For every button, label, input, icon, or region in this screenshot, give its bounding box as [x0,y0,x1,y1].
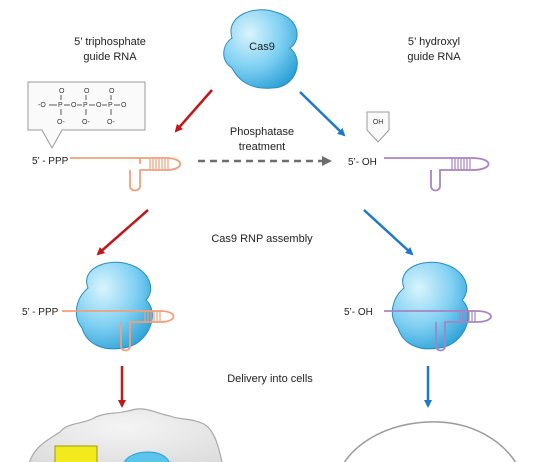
chem-o-neg-3: O- [107,119,115,126]
triphosphate-title-line2: guide RNA [83,51,137,63]
rna-hairpin-icon [384,310,492,352]
red-arrow-top [174,89,213,133]
rnp-assembly-label: Cas9 RNP assembly [211,233,313,245]
oh-label-top: 5’- OH [348,157,377,168]
delivery-label: Delivery into cells [227,373,313,385]
oh-box-label: OH [373,119,384,126]
oh-label-bottom: 5’- OH [344,307,373,318]
rna-hairpin-icon [384,157,490,192]
phosphatase-line2: treatment [239,141,285,153]
hydroxyl-title-line2: guide RNA [407,51,461,63]
phosphate-structure-icon: O O O -O P O P O P O O- O- O- [27,81,146,150]
ppp-label-top: 5’ - PPP [32,156,69,167]
chem-p-3: P [108,102,113,109]
chem-p-2: P [83,102,88,109]
chem-o-top-2: O [84,88,90,95]
chem-o-minus: -O [38,102,46,109]
blue-arrow-top [299,91,346,137]
phosphatase-line1: Phosphatase [230,126,294,138]
ppp-label-bottom: 5’ - PPP [22,307,59,318]
rna-hairpin-icon [62,310,175,352]
chem-o-bridge-1: O [71,102,77,109]
cell-icon [343,421,517,462]
cas9-label: Cas9 [249,41,275,53]
chem-o-bridge-3: O [121,102,127,109]
chem-o-neg-2: O- [82,119,90,126]
blue-arrow-middle [363,209,414,256]
cas9-protein-icon [75,261,153,350]
rna-hairpin-icon [70,157,182,192]
cell-icon [28,408,223,462]
cas9-protein-icon [391,261,469,350]
cas9-protein-icon [223,9,298,89]
chem-o-top-3: O [109,88,115,95]
chem-o-top-1: O [59,88,65,95]
hydroxyl-title-line1: 5’ hydroxyl [408,36,460,48]
red-arrow-middle [96,209,149,256]
chem-o-neg-1: O- [57,119,65,126]
hydroxyl-callout: OH [366,111,390,143]
triphosphate-title-line1: 5’ triphosphate [74,36,146,48]
chem-p-1: P [58,102,63,109]
chem-o-bridge-2: O [96,102,102,109]
